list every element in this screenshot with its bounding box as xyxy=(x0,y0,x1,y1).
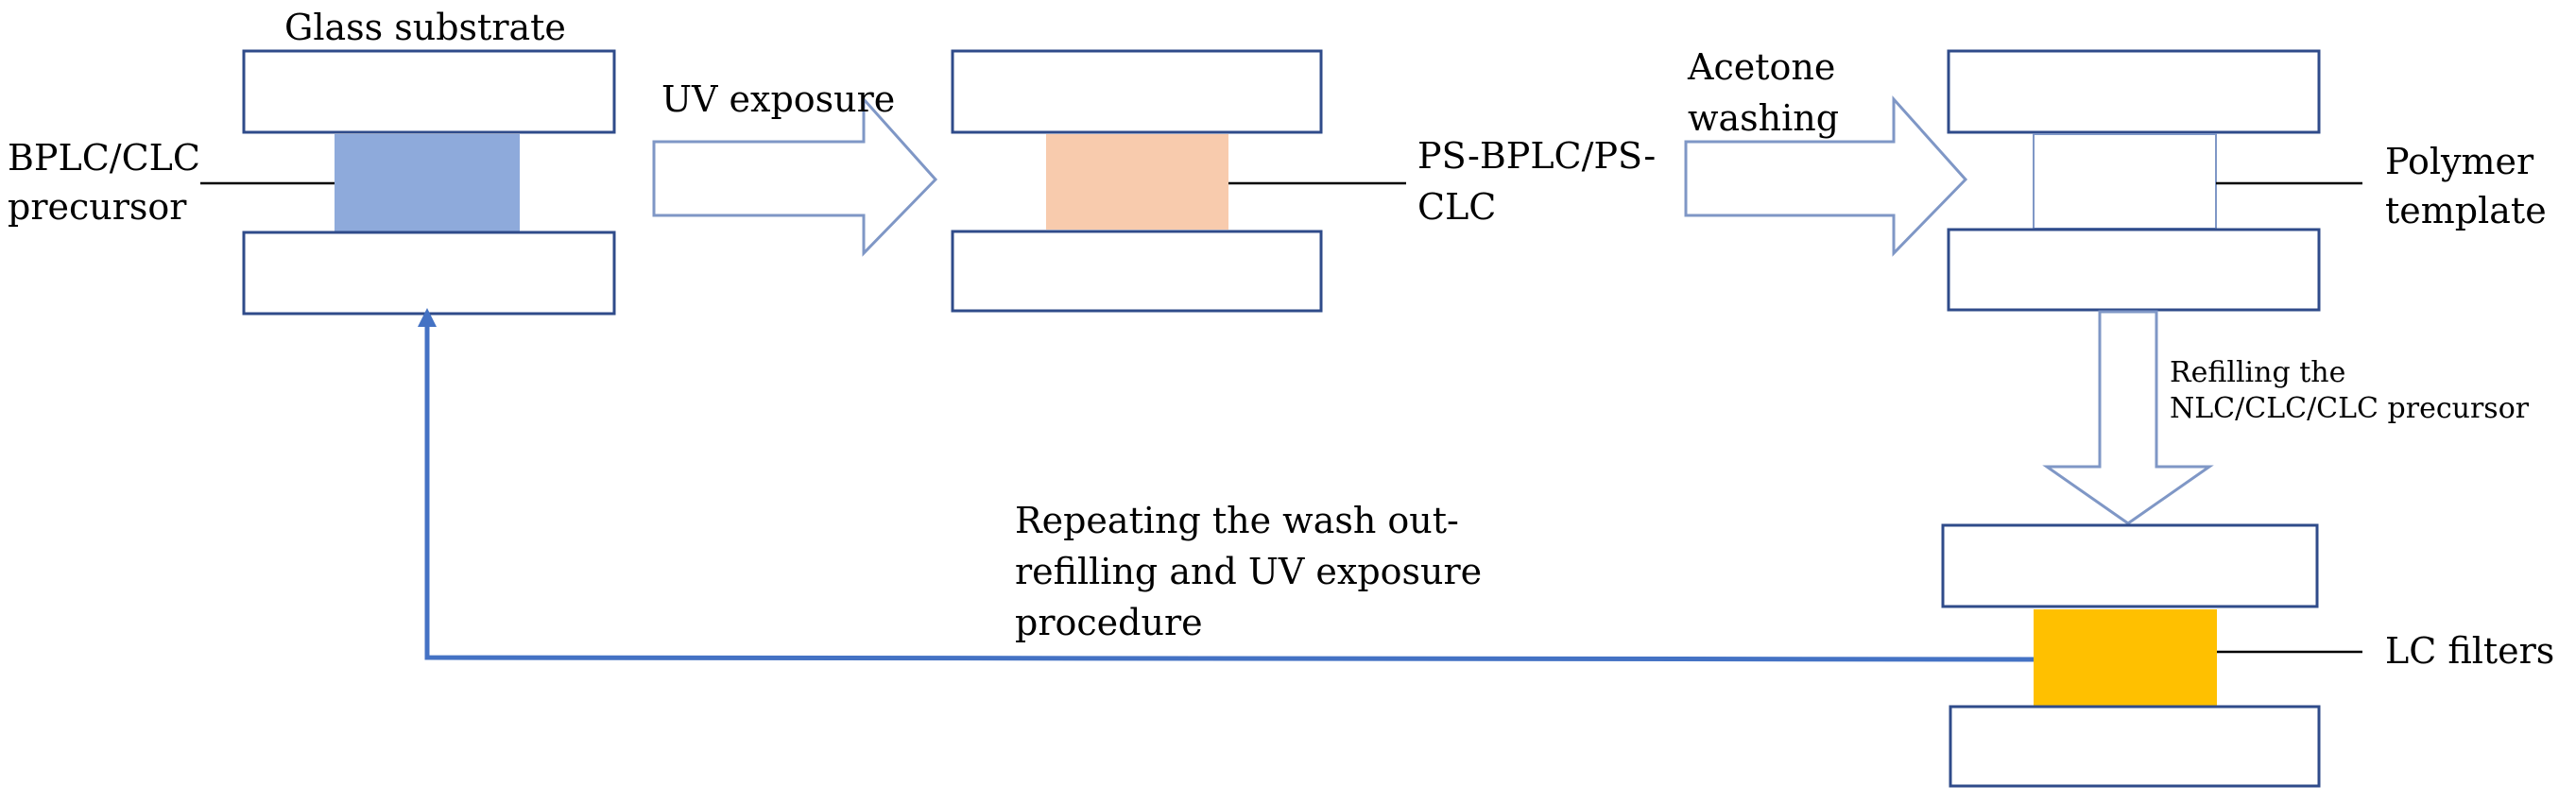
glass-plate-top xyxy=(1941,523,2319,608)
template-label-line-2: template xyxy=(2385,190,2547,231)
glass-plate-bottom xyxy=(951,230,1323,313)
glass-plate-top xyxy=(242,49,616,134)
glass-substrate-label: Glass substrate xyxy=(284,7,566,48)
repeating-label-line-1: Repeating the wash out- xyxy=(1015,500,1459,541)
acetone-label-line-1: Acetone xyxy=(1687,46,1835,88)
ps-product-label: PS-BPLC/PS- CLC xyxy=(1417,135,1667,228)
glass-plate-bottom xyxy=(1949,705,2321,788)
acetone-washing-label: Acetone washing xyxy=(1687,46,1846,139)
lc-filter-layer xyxy=(2034,609,2217,706)
block-arrow-right-icon xyxy=(1684,95,1968,257)
repeating-label-line-2: refilling and UV exposure xyxy=(1015,551,1482,592)
refilling-label-line-1: Refilling the xyxy=(2170,356,2345,389)
template-layer xyxy=(2033,133,2217,230)
line-arrow-up-icon xyxy=(418,308,437,327)
precursor-layer xyxy=(335,134,520,231)
glass-plate-bottom xyxy=(1947,228,2321,312)
block-arrow-right-icon xyxy=(652,95,938,257)
cell-lc-filters xyxy=(1941,523,2321,788)
repeating-label-line-3: procedure xyxy=(1015,602,1203,643)
repeating-procedure-label: Repeating the wash out- refilling and UV… xyxy=(1015,500,1493,643)
lc-filters-label: LC filters xyxy=(2385,630,2554,672)
refilling-label-line-2: NLC/CLC/CLC precursor xyxy=(2170,392,2530,425)
template-label-line-1: Polymer xyxy=(2385,141,2534,182)
refilling-label: Refilling the NLC/CLC/CLC precursor xyxy=(2170,356,2530,425)
ps-layer xyxy=(1046,134,1228,230)
ps-label-line-1: PS-BPLC/PS- xyxy=(1417,135,1656,177)
glass-plate-top xyxy=(951,49,1323,134)
cell-polymer-template xyxy=(1947,49,2321,312)
precursor-label-line-1: BPLC/CLC xyxy=(8,137,200,179)
cell-ps-product xyxy=(951,49,1323,313)
polymer-template-label: Polymer template xyxy=(2385,141,2547,231)
uv-exposure-label: UV exposure xyxy=(661,78,895,120)
loop-back-line xyxy=(424,325,2035,662)
acetone-label-line-2: washing xyxy=(1688,97,1839,139)
glass-plate-top xyxy=(1947,49,2321,134)
precursor-label-line-2: precursor xyxy=(8,186,187,228)
block-arrow-down-icon xyxy=(2042,310,2214,525)
precursor-label: BPLC/CLC precursor xyxy=(8,137,212,228)
cell-precursor xyxy=(242,49,616,316)
glass-plate-bottom xyxy=(242,231,616,316)
ps-label-line-2: CLC xyxy=(1417,186,1496,228)
